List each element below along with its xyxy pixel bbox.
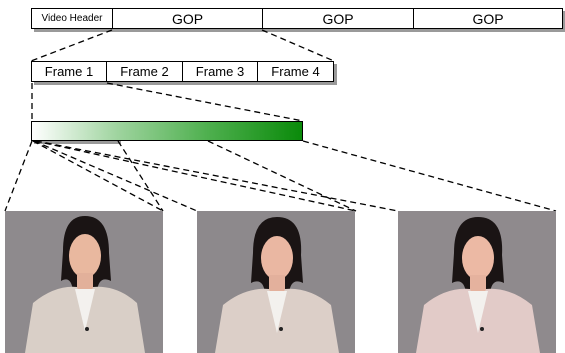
connector-frame-right — [106, 82, 304, 122]
connector-gop-right — [261, 29, 335, 62]
connector-bar-1-right — [32, 140, 164, 212]
connector-bar-1-far — [34, 140, 357, 212]
photo-frame-3 — [398, 211, 556, 353]
person-photo-1 — [5, 211, 163, 353]
photo-frame-2 — [197, 211, 355, 353]
photo-frame-1 — [5, 211, 163, 353]
frame-box-2: Frame 2 — [106, 61, 183, 82]
frame-box-1: Frame 1 — [31, 61, 107, 82]
connector-bar-end — [302, 140, 557, 212]
connector-bar-1-far2 — [35, 140, 399, 212]
gop-box-3: GOP — [413, 8, 563, 29]
connector-bar-3 — [207, 140, 357, 212]
connector-bar-1-left2 — [33, 140, 198, 212]
connector-bar-left-1 — [4, 140, 33, 212]
connector-gop-left — [30, 29, 113, 62]
person-photo-2 — [197, 211, 355, 353]
connector-bar-2 — [117, 140, 164, 212]
frame-box-4: Frame 4 — [257, 61, 334, 82]
frame-slice-segment-3 — [207, 121, 303, 141]
person-photo-3 — [398, 211, 556, 353]
